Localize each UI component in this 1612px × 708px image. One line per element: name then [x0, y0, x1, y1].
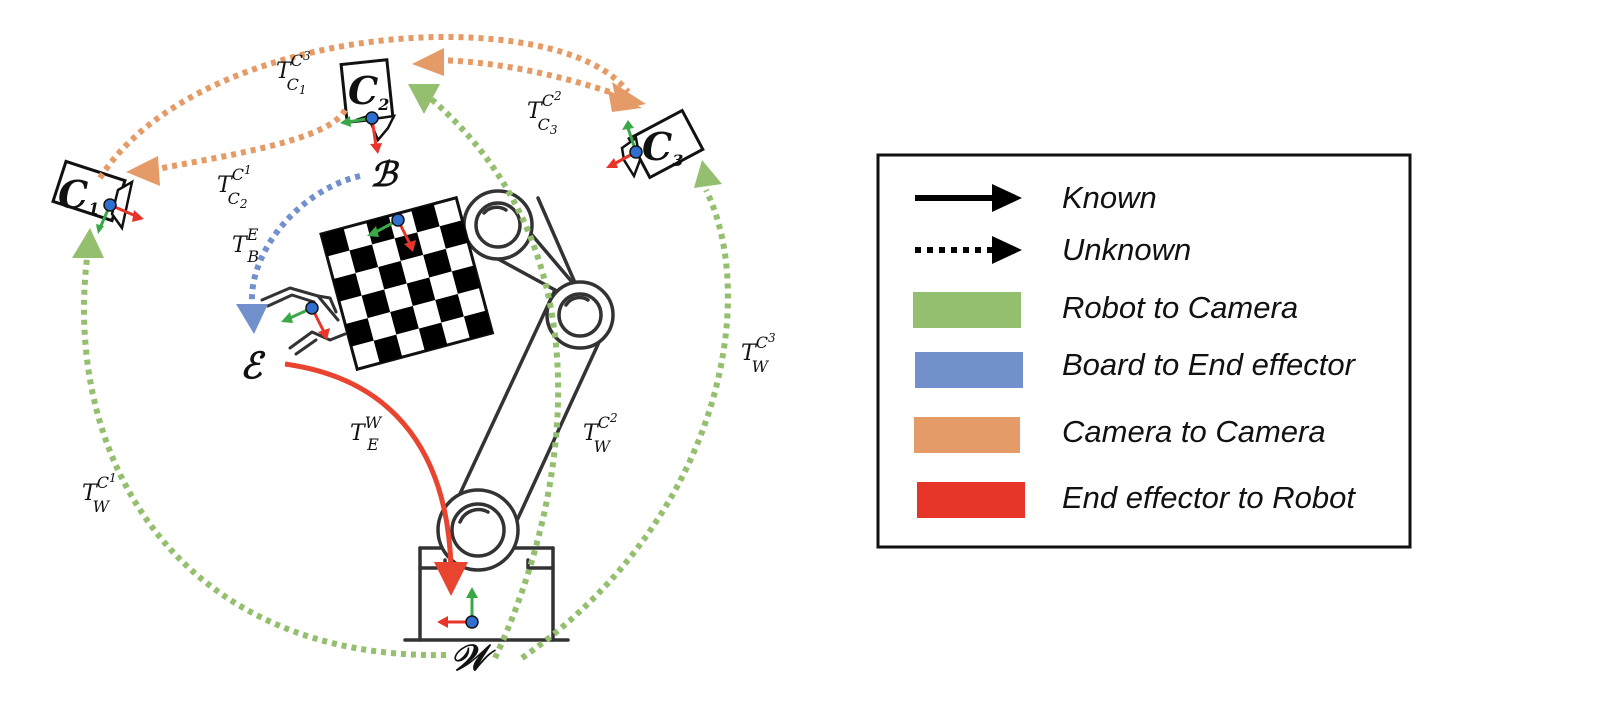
gripper	[260, 286, 347, 356]
robot-arm	[403, 189, 615, 642]
frame-label-c1: C1	[58, 172, 99, 218]
arrow-t-c1-c3	[97, 34, 631, 180]
legend-label-unknown: Unknown	[1062, 232, 1191, 267]
transform-arrows	[81, 34, 731, 661]
arrow-heads	[72, 48, 722, 596]
board-squares	[321, 203, 493, 364]
legend-swatch-green	[913, 292, 1021, 328]
axes-c1	[96, 198, 144, 234]
frame-label-c3: C3	[642, 124, 683, 170]
legend-label-robot-to-camera: Robot to Camera	[1062, 290, 1298, 325]
legend-label-known: Known	[1062, 180, 1157, 215]
arrow-t-c3-c2	[437, 57, 623, 99]
robot-base-joint	[436, 488, 520, 572]
coordinate-axes	[96, 111, 643, 629]
legend-label-end-effector-to-robot: End effector to Robot	[1062, 480, 1356, 515]
frame-label-b: ℬ	[370, 155, 400, 195]
legend-swatch-red	[917, 482, 1025, 518]
arrow-t-c2-c1	[151, 108, 348, 173]
legend-swatch-orange	[914, 417, 1020, 453]
arrowhead-orange-c1	[126, 156, 160, 186]
frame-label-w: 𝒲	[450, 637, 496, 679]
robot-elbow-joint	[545, 280, 615, 350]
axes-c3	[606, 120, 643, 168]
legend-item-robot-to-camera: Robot to Camera	[913, 290, 1298, 328]
arrowhead-green-c3	[694, 160, 722, 188]
legend-box	[876, 153, 1412, 549]
arrow-t-w-c2	[428, 95, 562, 660]
axes-b	[367, 213, 416, 252]
arrow-t-b-e	[248, 173, 361, 303]
arrowhead-green-c1	[72, 228, 104, 258]
arrowhead-green-c2	[408, 84, 440, 114]
axes-w	[437, 587, 479, 629]
frame-labels: C1 C2 C3 ℬ ℰ 𝒲	[58, 68, 683, 679]
frame-label-c2: C2	[348, 68, 389, 114]
legend-item-unknown: Unknown	[915, 232, 1191, 267]
legend-label-camera-to-camera: Camera to Camera	[1062, 414, 1326, 449]
axes-c2	[340, 111, 382, 154]
robot-wrist-joint	[462, 189, 534, 261]
calibration-board	[319, 195, 495, 372]
arrowhead-red-w	[434, 562, 468, 596]
legend-item-camera-to-camera: Camera to Camera	[914, 414, 1326, 453]
legend-item-known: Known	[915, 180, 1157, 215]
robot-lower-link	[456, 288, 602, 542]
axes-e	[281, 301, 330, 340]
legend-swatch-blue	[915, 352, 1023, 388]
legend-item-board-to-end-effector: Board to End effector	[915, 347, 1357, 388]
arrowhead-blue-e	[236, 304, 268, 334]
arrowhead-orange-c3-right	[608, 90, 642, 112]
arrow-t-e-w	[284, 361, 454, 569]
frame-label-e: ℰ	[240, 345, 266, 387]
arrow-t-w-c3	[520, 188, 731, 661]
arrowhead-orange-c2-left	[412, 48, 444, 76]
legend-label-board-to-end-effector: Board to End effector	[1062, 347, 1357, 382]
legend: Known Unknown Robot to Camera Board to E…	[876, 153, 1412, 549]
legend-item-end-effector-to-robot: End effector to Robot	[917, 480, 1356, 518]
